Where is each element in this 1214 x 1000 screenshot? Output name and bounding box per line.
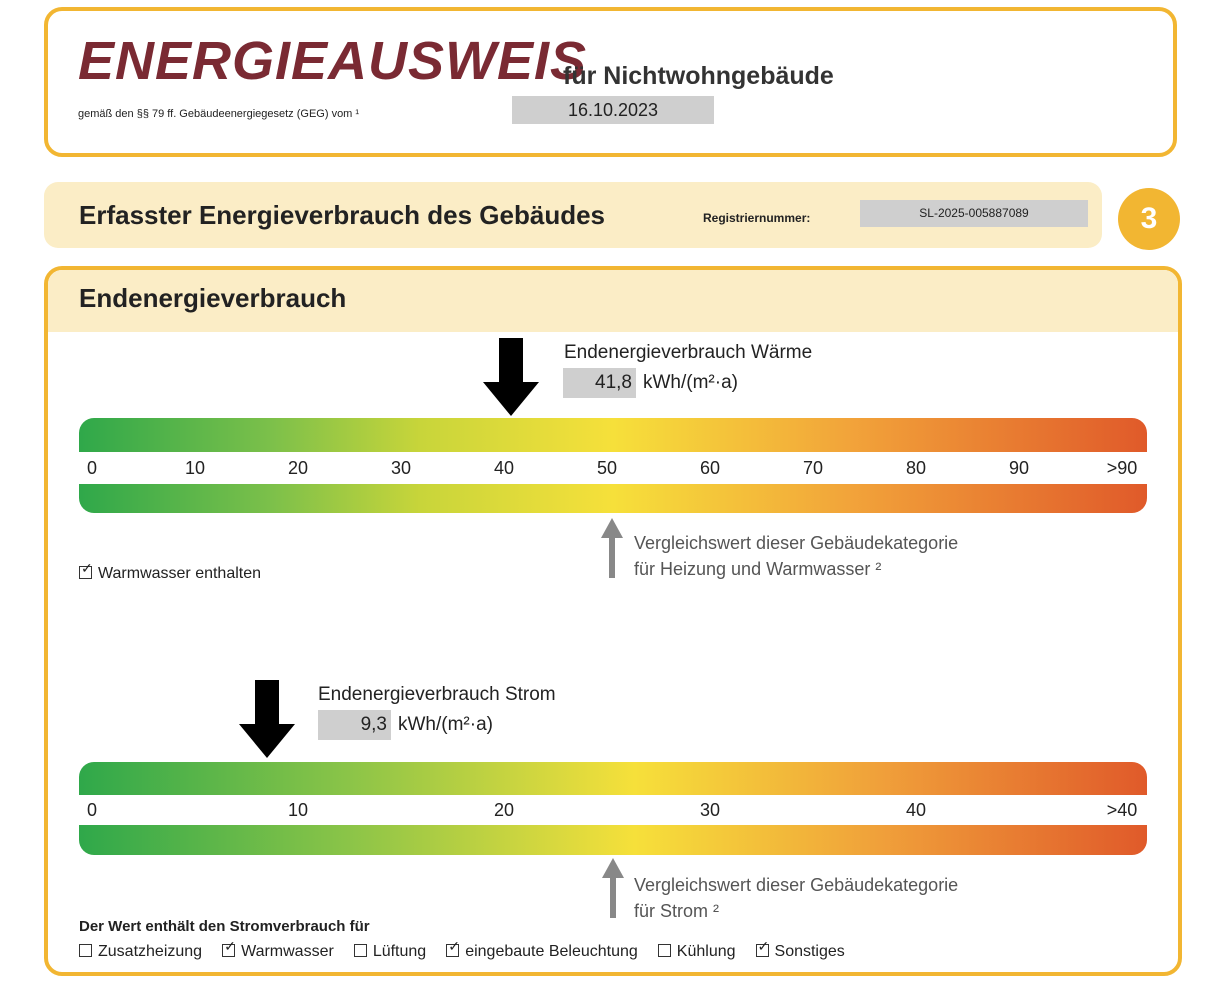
warmwater-label: Warmwasser enthalten xyxy=(98,565,262,582)
power-checkbox-row: Zusatzheizung Warmwasser Lüftung eingebaute… xyxy=(79,938,865,961)
checkbox-label: eingebaute Beleuchtung xyxy=(465,943,638,960)
consumption-box-header xyxy=(48,270,1178,332)
checkbox-label: Lüftung xyxy=(372,943,427,960)
power-comparison-line2: für Strom ² xyxy=(634,901,720,921)
heat-tick-label: 30 xyxy=(390,458,412,478)
law-reference: gemäß den §§ 79 ff. Gebäudeenergiegesetz… xyxy=(78,108,360,120)
power-tick-label: 10 xyxy=(287,800,309,820)
page-number-badge: 3 xyxy=(1118,188,1180,250)
warmwater-included: Warmwasser enthalten xyxy=(79,560,262,583)
power-unit: kWh/(m²·a) xyxy=(398,714,493,735)
checkbox-label: Warmwasser xyxy=(241,943,334,960)
power-tick-label: 0 xyxy=(86,800,98,820)
power-scale-bar-bottom xyxy=(79,825,1147,855)
header-box xyxy=(44,7,1177,157)
heat-tick-label: 90 xyxy=(1008,458,1030,478)
heat-tick-label: 50 xyxy=(596,458,618,478)
heat-scale-bar-top xyxy=(79,418,1147,452)
power-tick-label: 20 xyxy=(493,800,515,820)
heat-value-field: 41,8 xyxy=(563,368,636,398)
document-subtitle: für Nichtwohngebäude xyxy=(563,62,834,90)
power-value-field: 9,3 xyxy=(318,710,391,740)
heat-value-arrow-icon xyxy=(483,338,539,416)
checkbox[interactable] xyxy=(755,938,769,957)
heat-tick-label: 60 xyxy=(699,458,721,478)
power-tick-label: 30 xyxy=(699,800,721,820)
power-comparison-arrow-icon xyxy=(602,858,624,918)
checkbox-label: Sonstiges xyxy=(774,943,845,960)
heat-tick-label: 70 xyxy=(802,458,824,478)
checkbox[interactable] xyxy=(353,944,367,957)
power-label: Endenergieverbrauch Strom xyxy=(318,684,556,705)
heat-tick-label: 0 xyxy=(86,458,98,478)
power-tick-label: 40 xyxy=(905,800,927,820)
power-scale-bar-top xyxy=(79,762,1147,795)
power-include-option: Warmwasser xyxy=(222,938,334,960)
checkbox[interactable] xyxy=(446,938,460,957)
registration-label: Registriernummer: xyxy=(703,211,811,225)
heat-label: Endenergieverbrauch Wärme xyxy=(564,342,813,363)
heat-comparison-arrow-icon xyxy=(601,518,623,578)
power-include-option: eingebaute Beleuchtung xyxy=(446,938,638,960)
checkbox[interactable] xyxy=(79,944,92,957)
consumption-box xyxy=(44,266,1182,976)
power-value-arrow-icon xyxy=(239,680,295,758)
heat-comparison-line2: für Heizung und Warmwasser ² xyxy=(634,559,882,579)
power-include-option: Kühlung xyxy=(657,943,736,960)
warmwater-checkbox[interactable] xyxy=(79,560,93,579)
power-include-option: Lüftung xyxy=(353,943,427,960)
power-tick-label: >40 xyxy=(1106,800,1138,820)
consumption-title: Endenergieverbrauch xyxy=(79,283,347,313)
power-include-option: Sonstiges xyxy=(755,938,845,960)
heat-comparison-line1: Vergleichswert dieser Gebäudekategorie xyxy=(634,533,959,553)
section-title: Erfasster Energieverbrauch des Gebäudes xyxy=(79,200,606,230)
heat-tick-label: 20 xyxy=(287,458,309,478)
checkbox-label: Zusatzheizung xyxy=(98,943,203,960)
document-title: ENERGIEAUSWEIS xyxy=(78,31,588,91)
heat-tick-label: >90 xyxy=(1106,458,1138,478)
power-include-option: Zusatzheizung xyxy=(79,943,202,960)
heat-tick-label: 10 xyxy=(184,458,206,478)
heat-scale-bar-bottom xyxy=(79,484,1147,513)
registration-number-field: SL-2025-005887089 xyxy=(860,200,1088,227)
power-includes-label: Der Wert enthält den Stromverbrauch für xyxy=(79,918,370,935)
heat-tick-label: 40 xyxy=(493,458,515,478)
checkbox-label: Kühlung xyxy=(676,943,736,960)
date-field: 16.10.2023 xyxy=(512,96,714,124)
power-comparison-line1: Vergleichswert dieser Gebäudekategorie xyxy=(634,875,959,895)
heat-tick-label: 80 xyxy=(905,458,927,478)
checkbox[interactable] xyxy=(657,944,671,957)
heat-unit: kWh/(m²·a) xyxy=(643,372,738,393)
checkbox[interactable] xyxy=(222,938,236,957)
